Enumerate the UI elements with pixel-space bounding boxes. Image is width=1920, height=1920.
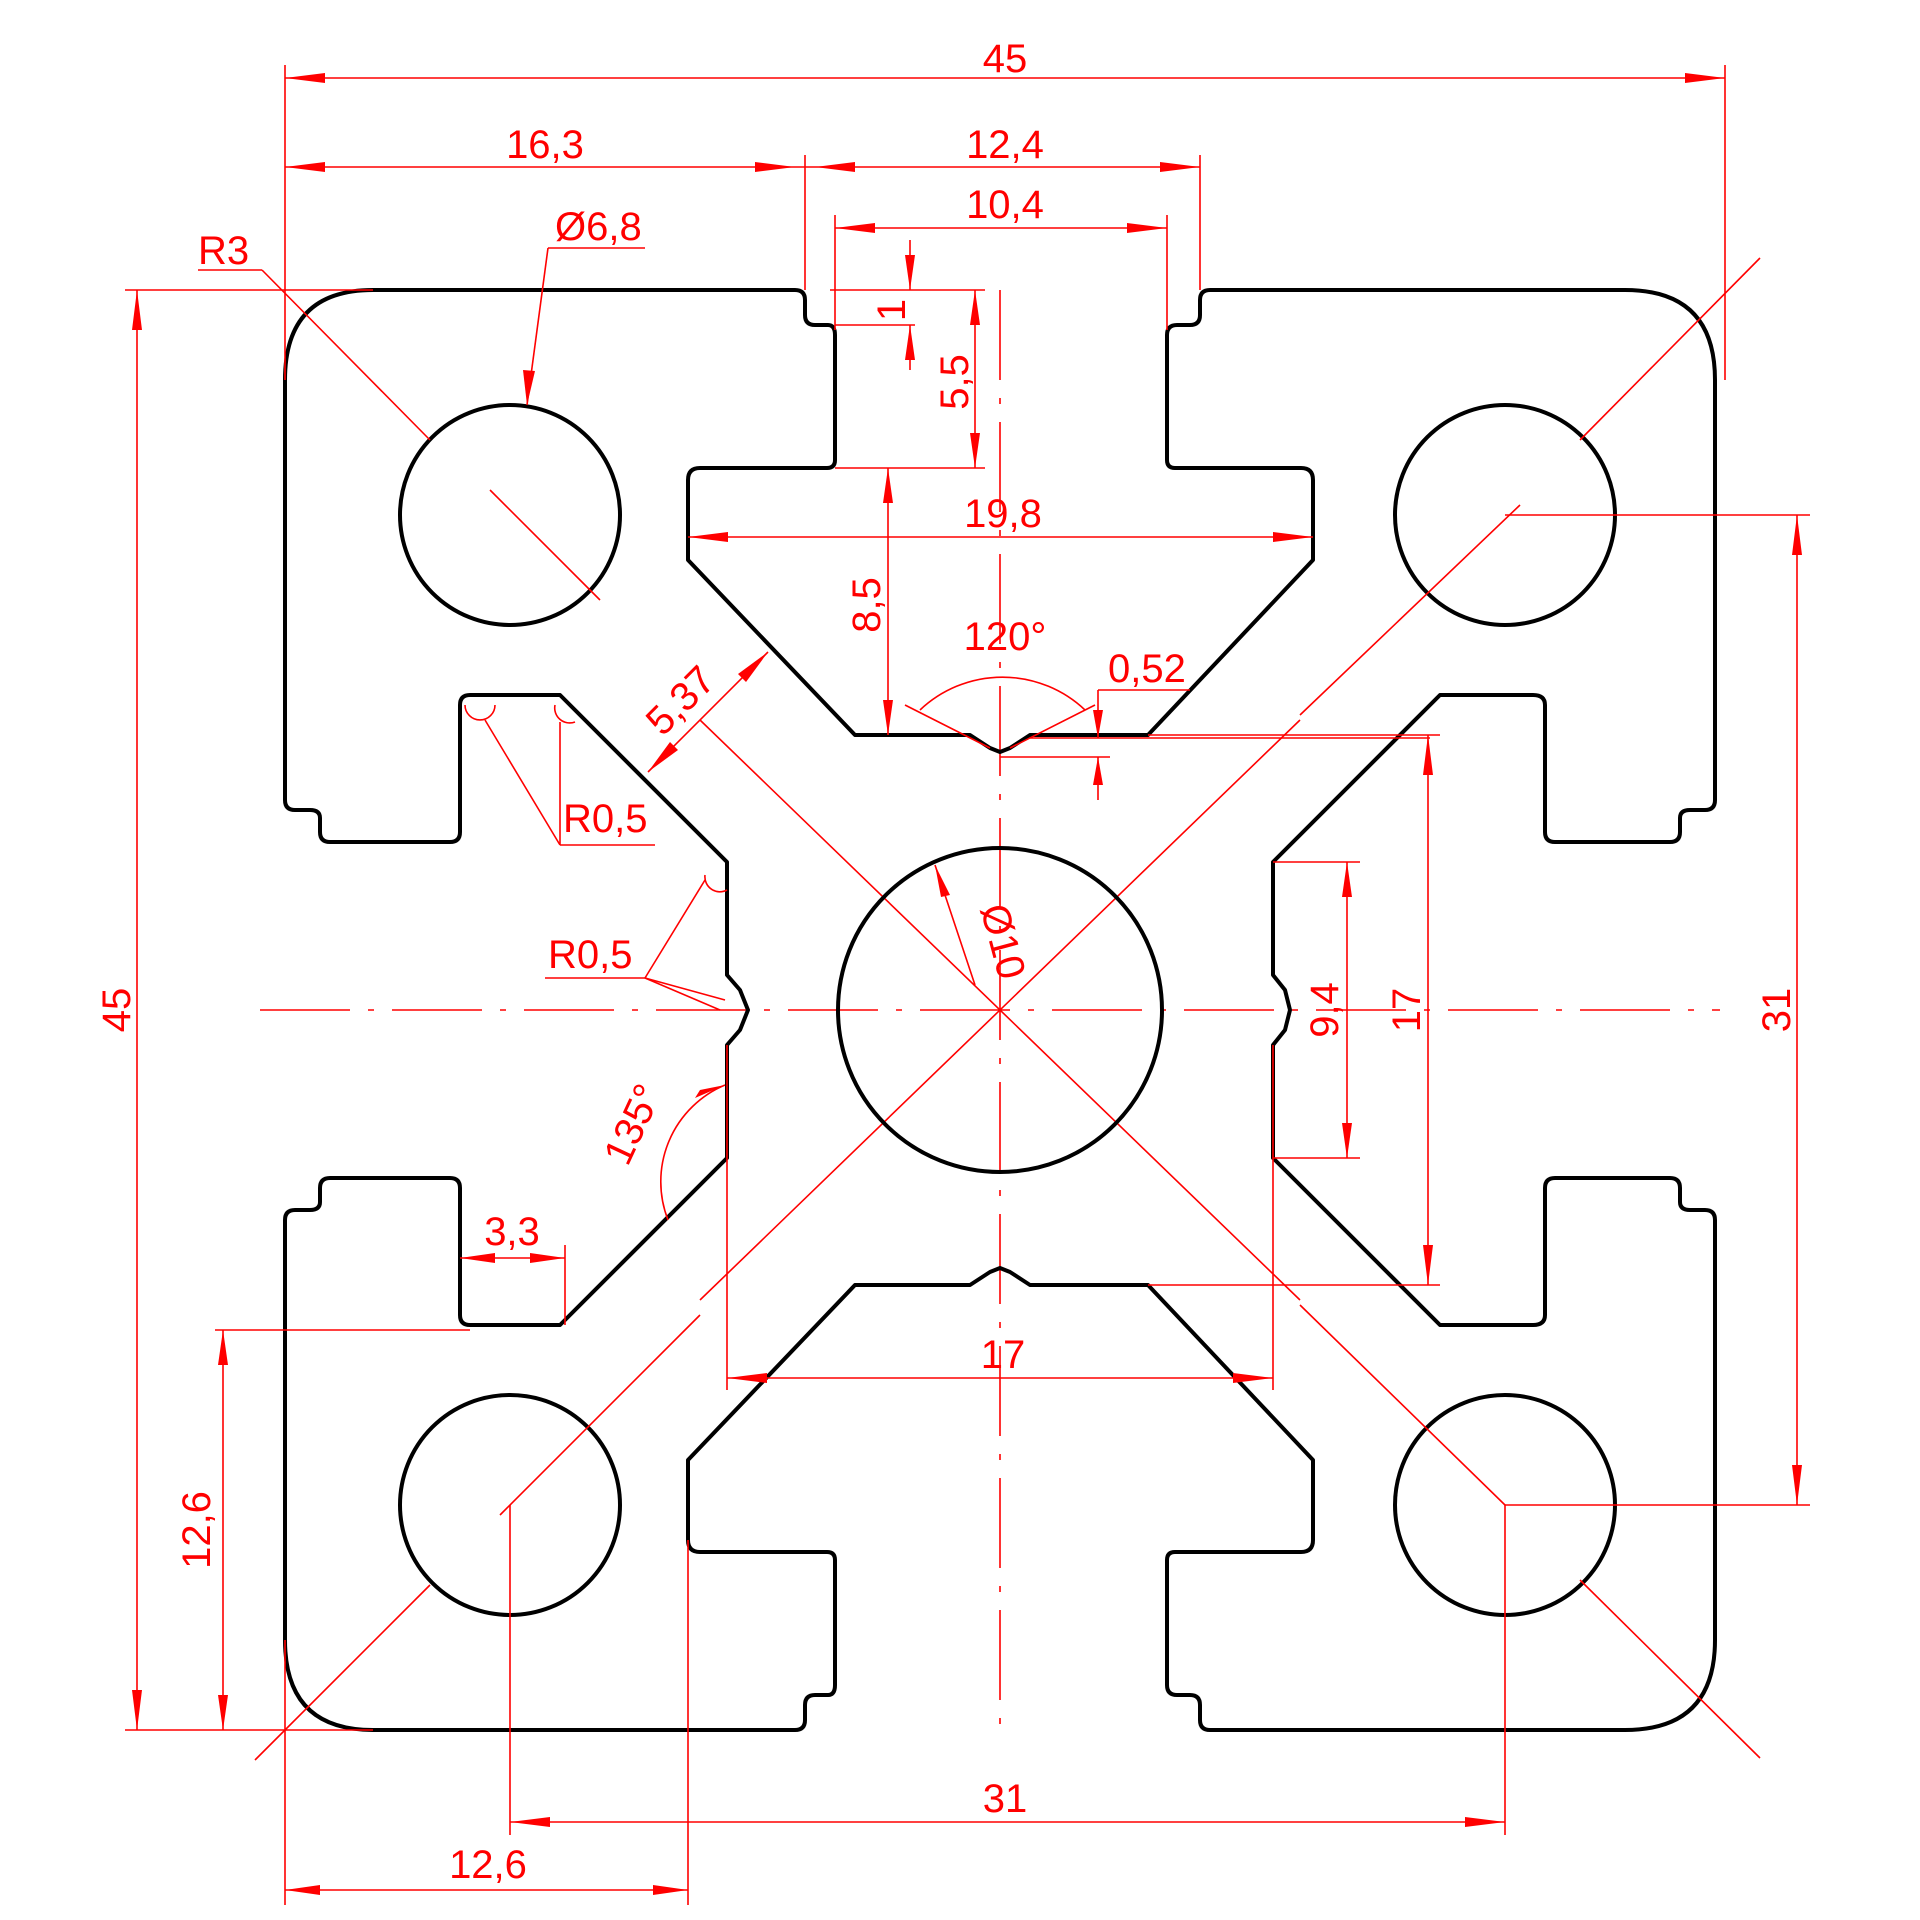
dim-inner-notch: 9,4 (1303, 982, 1347, 1038)
profile-outline (283, 288, 1717, 1732)
dim-core-height: 17 (1385, 988, 1429, 1033)
dim-overall-height: 45 (95, 988, 139, 1033)
dim-corner-radius: R3 (198, 229, 249, 273)
dim-web-angle: 135° (596, 1078, 671, 1172)
dimension-lines (125, 65, 1810, 1905)
dim-overall-width: 45 (983, 37, 1028, 81)
center-lines (260, 290, 1720, 1730)
dim-notch-depth: 0,52 (1108, 647, 1186, 691)
dim-hole-pitch-x: 31 (983, 1777, 1028, 1821)
dim-left-height: 12,6 (175, 1491, 219, 1569)
dim-bottom-offset: 12,6 (449, 1843, 527, 1887)
dim-slot-outer: 12,4 (966, 123, 1044, 167)
dim-slot-inner: 10,4 (966, 183, 1044, 227)
dim-slot-lip: 1 (870, 299, 914, 321)
dim-fillet-radius-mid: R0,5 (548, 933, 633, 977)
dim-left-to-slot: 16,3 (506, 123, 584, 167)
dim-foot-width: 3,3 (484, 1210, 540, 1254)
dim-center-bore: Ø10 (972, 899, 1034, 983)
dim-slot-cavity-depth: 8,5 (845, 577, 889, 633)
dim-hole-pitch-y: 31 (1755, 988, 1799, 1033)
dim-slot-angle: 120° (964, 615, 1047, 659)
center-bore (836, 846, 1164, 1174)
dim-slot-depth: 5,5 (933, 354, 977, 410)
dim-hole-diameter: Ø6,8 (555, 205, 642, 249)
dim-slot-width: 19,8 (964, 492, 1042, 536)
dimension-labels: 45 16,3 12,4 10,4 R3 Ø6,8 1 5,5 19,8 8,5… (95, 37, 1799, 1887)
dim-core-width: 17 (981, 1333, 1026, 1377)
dim-fillet-radius-top: R0,5 (563, 797, 648, 841)
hole-top-left (398, 403, 622, 627)
